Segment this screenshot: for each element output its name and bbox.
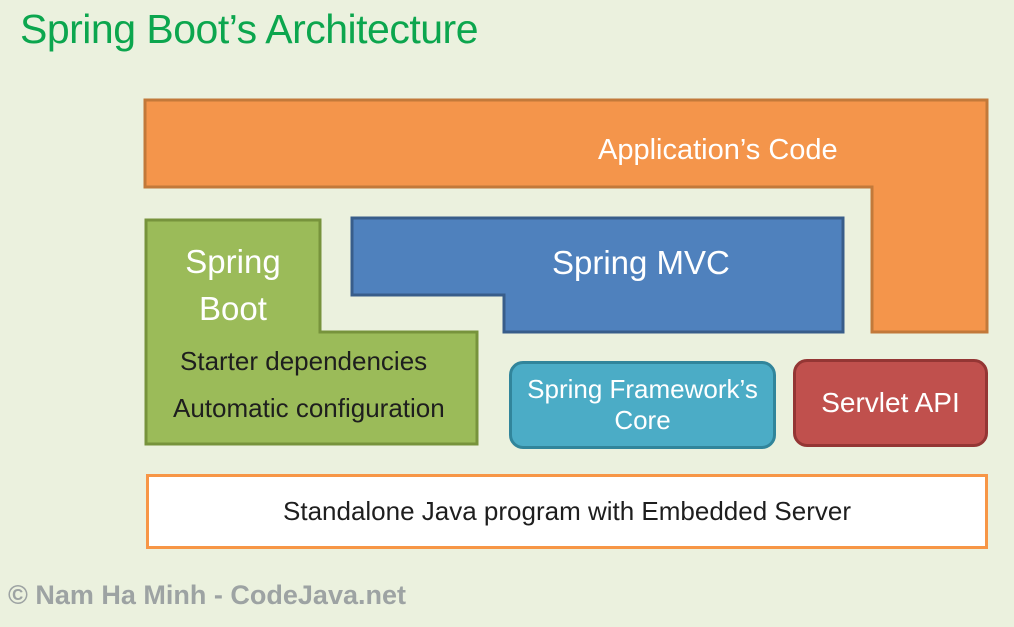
spring-boot-label: Spring Boot — [146, 238, 320, 332]
application-code-shape — [143, 98, 989, 334]
spring-framework-core-label-line1: Spring Framework’s — [527, 374, 758, 404]
servlet-api-block: Servlet API — [793, 359, 988, 447]
spring-boot-label-line1: Spring — [185, 243, 281, 280]
spring-framework-core-label-line2: Core — [614, 405, 671, 435]
automatic-configuration-label: Automatic configuration — [173, 393, 445, 423]
spring-mvc-label: Spring MVC — [552, 244, 730, 281]
copyright-footer: © Nam Ha Minh - CodeJava.net — [8, 580, 406, 610]
spring-mvc-shape — [350, 216, 845, 334]
spring-boot-shape — [144, 218, 479, 446]
servlet-api-label: Servlet API — [821, 387, 960, 418]
starter-dependencies-label: Starter dependencies — [180, 346, 428, 376]
application-code-label: Application’s Code — [598, 134, 838, 166]
standalone-server-label: Standalone Java program with Embedded Se… — [283, 496, 851, 526]
spring-framework-core-block: Spring Framework’s Core — [509, 361, 776, 449]
page-title: Spring Boot’s Architecture — [20, 6, 479, 52]
spring-boot-label-line2: Boot — [199, 290, 267, 327]
standalone-server-block: Standalone Java program with Embedded Se… — [146, 474, 988, 549]
